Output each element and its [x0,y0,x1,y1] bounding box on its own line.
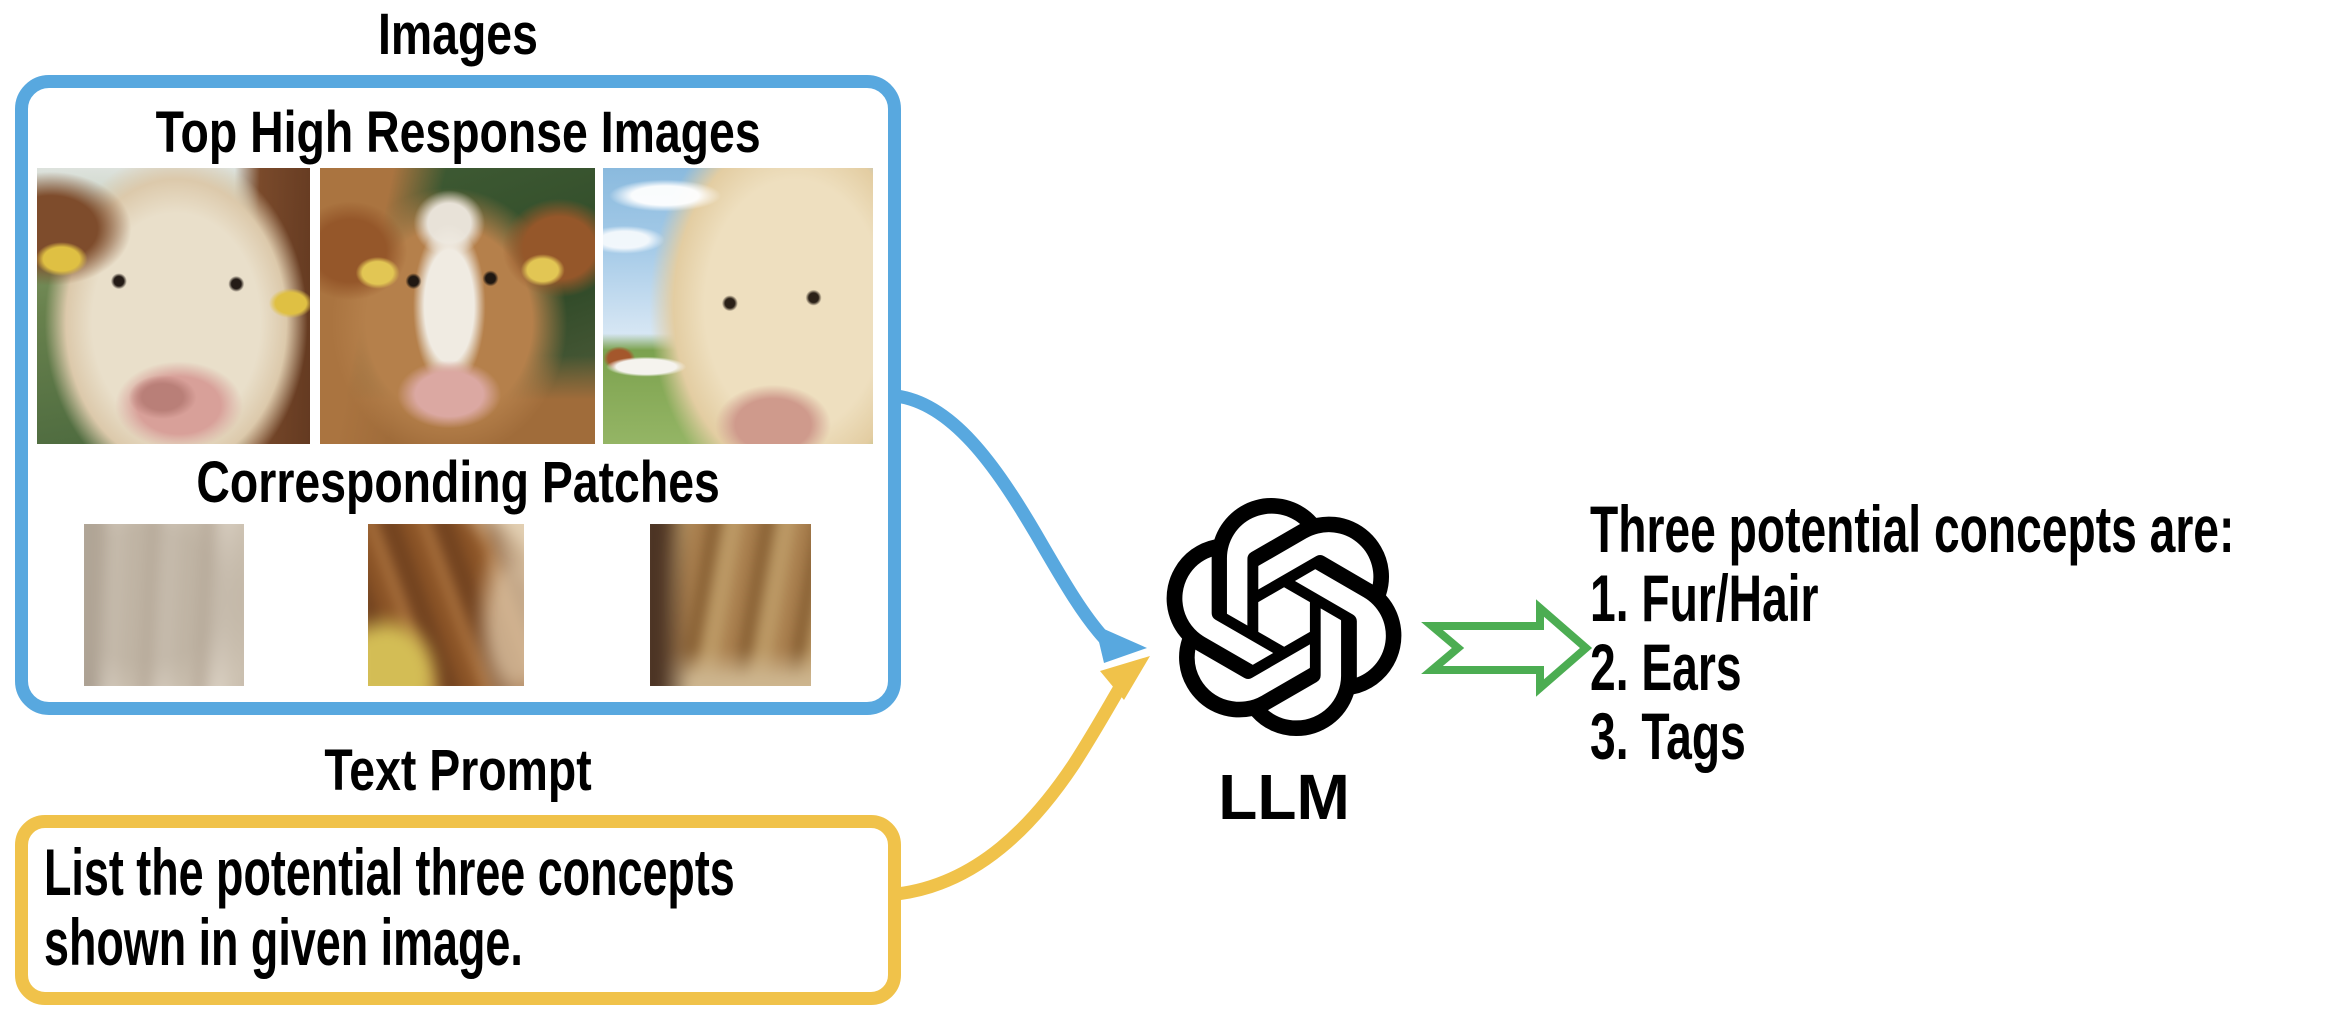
prompt-group-title-text: Text Prompt [324,738,592,803]
fur-patch-1-image [84,524,244,686]
output-line-1: Three potential concepts are: [1590,492,2235,566]
prompt-to-llm-arrow [890,677,1129,901]
prompt-group-title: Text Prompt [15,742,901,800]
fur-patch-3 [650,524,811,686]
llm-output-text: Three potential concepts are: 1. Fur/Hai… [1590,495,2234,771]
llm-output-arrow-icon [1421,599,1593,697]
fur-patch-1 [84,524,244,686]
prompt-text-line-1: List the potential three concepts [44,835,735,909]
prompt-text-line-2: shown in given image. [44,905,523,979]
images-group-title: Images [15,6,901,64]
output-line-2: 1. Fur/Hair [1590,561,1819,635]
high-response-heading: Top High Response Images [15,104,901,162]
fur-patch-2 [368,524,524,686]
images-group-title-text: Images [378,2,538,67]
cow-face-photo-3 [603,168,873,444]
prompt-box [15,815,901,1005]
high-response-heading-text: Top High Response Images [155,100,761,165]
patches-heading: Corresponding Patches [15,454,901,512]
cow-face-photo-2 [320,168,595,444]
images-to-llm-arrow [889,389,1111,645]
fur-patch-2-image [368,524,524,686]
output-line-3: 2. Ears [1590,630,1742,704]
patches-heading-text: Corresponding Patches [196,450,720,515]
cow-face-photo-1 [37,168,310,444]
openai-logo-icon [1166,497,1402,737]
prompt-text: List the potential three concepts shown … [44,837,735,977]
output-line-4: 3. Tags [1590,699,1746,773]
images-to-llm-arrowhead-icon [1095,625,1147,663]
fur-patch-3-image [650,524,811,686]
prompt-to-llm-arrowhead-icon [1100,656,1150,700]
llm-label: LLM [1218,761,1350,833]
